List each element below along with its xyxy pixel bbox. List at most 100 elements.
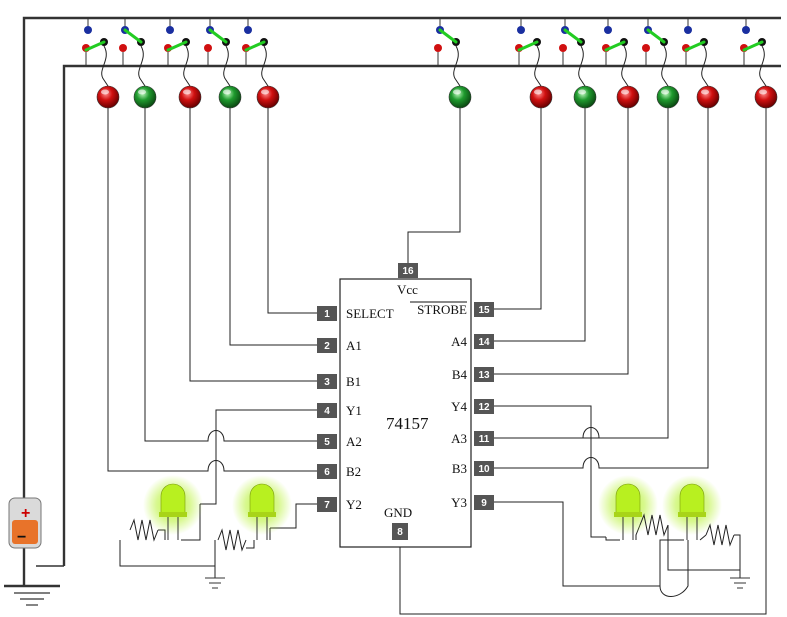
pin-label: SELECT [346,306,394,321]
switch-11 [682,18,720,109]
pin-box-8 [392,523,408,540]
indicator-led [96,85,120,109]
switch-lever [208,28,228,44]
battery: + − [8,497,42,549]
indicator-led [656,85,680,109]
wire-led2-res [246,540,255,549]
pin-number: 15 [478,305,490,316]
switch-2 [119,18,157,109]
wire-y1 [200,409,317,505]
pin-number: 13 [478,370,490,381]
switch-lever [166,40,188,52]
switch-contact-blue [244,26,252,34]
switch-9 [602,18,640,109]
switch-contact-blue [604,26,612,34]
switch-8 [559,18,597,109]
switch-wire [661,45,669,87]
switch-10 [642,18,680,109]
pin-label: B3 [452,461,467,476]
switch-lever [563,28,583,44]
output-led-y3 [662,475,750,589]
led-body [679,483,705,515]
switch-12 [740,18,778,109]
indicator-led [133,85,157,109]
pin-number: 2 [324,341,330,352]
switch-lever [684,40,706,52]
pin-box-15 [474,302,494,317]
ic-74157: 74157 Vcc GND [339,278,472,548]
indicator-led [448,85,472,109]
wire-led4-y3 [659,539,684,586]
pin-label: Y2 [346,497,362,512]
led-body [615,483,641,515]
wire-y4 [494,405,606,538]
switch-wire [759,45,767,87]
wire-b1 [189,108,317,382]
output-led-y1 [129,475,225,589]
pin-number: 12 [478,402,490,413]
led-highlight [261,89,269,95]
pin-box-7 [317,497,337,512]
led-rim [248,512,276,517]
led-rim [614,512,642,517]
pin-box-11 [474,431,494,446]
led-highlight [701,89,709,95]
pin-label: B4 [452,367,468,382]
led-highlight [578,89,586,95]
led-highlight [759,89,767,95]
switch-wire [183,45,191,87]
led-body [160,483,186,515]
switch-lever [84,40,106,52]
indicator-led [256,85,280,109]
pin-box-1 [317,306,337,321]
pin-box-13 [474,367,494,382]
switch-contact-red [119,44,127,52]
switch-contact-blue [84,26,92,34]
indicator-led [529,85,553,109]
switch-wire [138,45,146,87]
switch-lever [604,40,626,52]
pin-box-12 [474,399,494,414]
pin-box-9 [474,495,494,510]
led-highlight [223,89,231,95]
chip-name: 74157 [386,414,429,433]
power-rails [4,16,781,606]
battery-plus: + [21,505,30,522]
switch-lever [244,40,266,52]
output-leds [129,475,750,589]
wire-a3 [494,108,669,439]
pin-label: A3 [451,431,467,446]
pin-number: 14 [478,337,490,348]
switch-contact-blue [517,26,525,34]
indicator-led [218,85,242,109]
indicator-led [754,85,778,109]
switch-lever [438,28,458,44]
wires [107,108,767,615]
output-led-y4 [598,475,750,589]
led-highlight [534,89,542,95]
wire-a1 [229,108,317,346]
switch-contact-blue [166,26,174,34]
pin-box-10 [474,461,494,476]
wire-led4-res [699,534,707,541]
wire-y3-hop [659,540,689,597]
led-highlight [101,89,109,95]
pin-label: A2 [346,434,362,449]
indicator-led [616,85,640,109]
indicator-led [178,85,202,109]
switch-wire [578,45,586,87]
vcc-label: Vcc [397,282,418,297]
wire-select [267,108,317,314]
pin-number: 3 [324,377,330,388]
pin-box-16 [398,263,418,278]
pin-number: 4 [324,406,330,417]
battery-minus: − [17,529,26,546]
gnd-label: GND [384,505,412,520]
led-highlight [138,89,146,95]
switch-3 [164,18,202,109]
switch-contact-red [434,44,442,52]
switch-contact-blue [742,26,750,34]
pin-label: A4 [451,334,467,349]
switch-wire [261,45,269,87]
pin-number: 7 [324,500,330,511]
